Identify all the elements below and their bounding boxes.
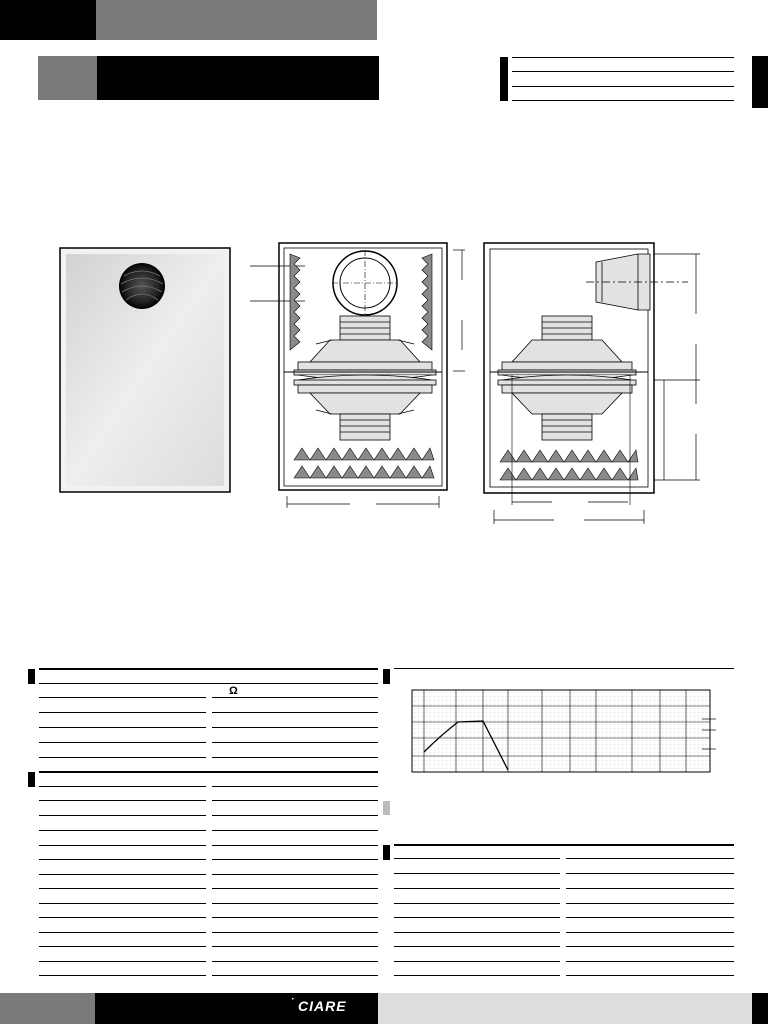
spec-section-marker-2 bbox=[28, 772, 35, 787]
spec-table-header-rule bbox=[39, 668, 378, 670]
spec-row-rule bbox=[212, 874, 378, 875]
params-header-rule bbox=[394, 844, 734, 846]
spec-row-rule bbox=[39, 903, 206, 904]
foam-bottom bbox=[293, 447, 435, 479]
params-row-rule bbox=[394, 917, 560, 918]
chart-legend-swatch bbox=[383, 801, 390, 815]
page-edge-marker bbox=[752, 56, 768, 108]
woofer-driver-upper-side bbox=[497, 315, 637, 381]
spec-row-rule bbox=[39, 712, 206, 713]
section-view-cabinet bbox=[250, 242, 465, 508]
model-table-rule-3 bbox=[512, 86, 734, 87]
spec-row-rule bbox=[39, 683, 378, 684]
spec-row-rule bbox=[39, 830, 206, 831]
spec-row-rule bbox=[212, 727, 378, 728]
spec-row-rule bbox=[39, 888, 206, 889]
spec-row-rule bbox=[212, 757, 378, 758]
spec-row-rule bbox=[39, 975, 206, 976]
frequency-response-chart bbox=[411, 689, 716, 773]
params-section-marker bbox=[383, 845, 390, 860]
title-accent-block bbox=[38, 56, 97, 100]
params-row-rule bbox=[394, 932, 560, 933]
spec-row-rule bbox=[212, 800, 378, 801]
params-row-rule bbox=[394, 946, 560, 947]
model-table-rule-2 bbox=[512, 71, 734, 72]
woofer-driver-lower-side bbox=[497, 374, 637, 441]
woofer-driver-lower bbox=[293, 374, 437, 441]
model-table-rule-4 bbox=[512, 100, 734, 101]
footer-tab-grey-left bbox=[0, 993, 95, 1024]
spec-row-rule bbox=[39, 786, 206, 787]
spec-row-rule bbox=[212, 697, 378, 698]
spec-row-rule bbox=[39, 874, 206, 875]
spec-row-rule bbox=[212, 712, 378, 713]
params-row-rule bbox=[394, 975, 560, 976]
foam-bottom-side bbox=[499, 449, 639, 481]
model-table-marker bbox=[500, 57, 508, 101]
spec-row-rule bbox=[212, 815, 378, 816]
params-row-rule bbox=[566, 888, 734, 889]
footer-tab-light bbox=[378, 993, 752, 1024]
spec-row-rule bbox=[212, 845, 378, 846]
params-row-rule bbox=[566, 858, 734, 859]
params-row-rule bbox=[566, 917, 734, 918]
spec-section-marker-1 bbox=[28, 669, 35, 684]
spec-row-rule bbox=[39, 859, 206, 860]
spec-row-rule bbox=[39, 932, 206, 933]
params-row-rule bbox=[566, 873, 734, 874]
spec-row-rule bbox=[212, 859, 378, 860]
spec-row-rule bbox=[212, 786, 378, 787]
params-row-rule bbox=[566, 975, 734, 976]
spec-row-rule bbox=[212, 946, 378, 947]
spec-row-rule bbox=[212, 888, 378, 889]
front-view-cabinet bbox=[59, 247, 231, 493]
header-tab-dark bbox=[0, 0, 96, 40]
front-port-icon bbox=[119, 263, 165, 309]
impedance-symbol: Ω bbox=[229, 685, 238, 697]
params-row-rule bbox=[566, 946, 734, 947]
spec-row-rule bbox=[39, 815, 206, 816]
params-row-rule bbox=[394, 961, 560, 962]
port-section-icon bbox=[332, 250, 398, 316]
spec-row-rule bbox=[39, 961, 206, 962]
brand-logo: CIARE bbox=[298, 998, 347, 1014]
brand-mark: · bbox=[291, 994, 296, 1005]
foam-side-left bbox=[289, 253, 301, 351]
spec-row-rule bbox=[212, 975, 378, 976]
params-row-rule bbox=[394, 888, 560, 889]
title-block bbox=[97, 56, 379, 100]
response-curve bbox=[423, 720, 509, 771]
spec-table-header-rule bbox=[39, 771, 378, 773]
chart-section-marker bbox=[383, 669, 390, 684]
params-row-rule bbox=[394, 873, 560, 874]
foam-side-right bbox=[421, 253, 433, 351]
port-tube-icon bbox=[586, 253, 688, 311]
chart-header-rule bbox=[394, 668, 734, 669]
header-tab-grey bbox=[96, 0, 377, 40]
params-row-rule bbox=[394, 858, 560, 859]
side-view-cabinet bbox=[483, 242, 700, 524]
footer-brand-bar bbox=[95, 993, 378, 1024]
params-row-rule bbox=[566, 932, 734, 933]
spec-row-rule bbox=[39, 697, 206, 698]
spec-row-rule bbox=[39, 845, 206, 846]
spec-row-rule bbox=[212, 903, 378, 904]
model-table-rule-1 bbox=[512, 57, 734, 58]
spec-row-rule bbox=[39, 727, 206, 728]
spec-row-rule bbox=[39, 800, 206, 801]
spec-row-rule bbox=[212, 830, 378, 831]
spec-row-rule bbox=[39, 917, 206, 918]
params-row-rule bbox=[394, 903, 560, 904]
woofer-driver-upper bbox=[293, 315, 437, 381]
params-row-rule bbox=[566, 961, 734, 962]
spec-row-rule bbox=[39, 946, 206, 947]
spec-row-rule bbox=[212, 917, 378, 918]
spec-row-rule bbox=[212, 932, 378, 933]
spec-row-rule bbox=[212, 742, 378, 743]
footer-edge-marker bbox=[752, 993, 768, 1024]
spec-row-rule bbox=[39, 757, 206, 758]
spec-row-rule bbox=[212, 961, 378, 962]
spec-row-rule bbox=[39, 742, 206, 743]
params-row-rule bbox=[566, 903, 734, 904]
